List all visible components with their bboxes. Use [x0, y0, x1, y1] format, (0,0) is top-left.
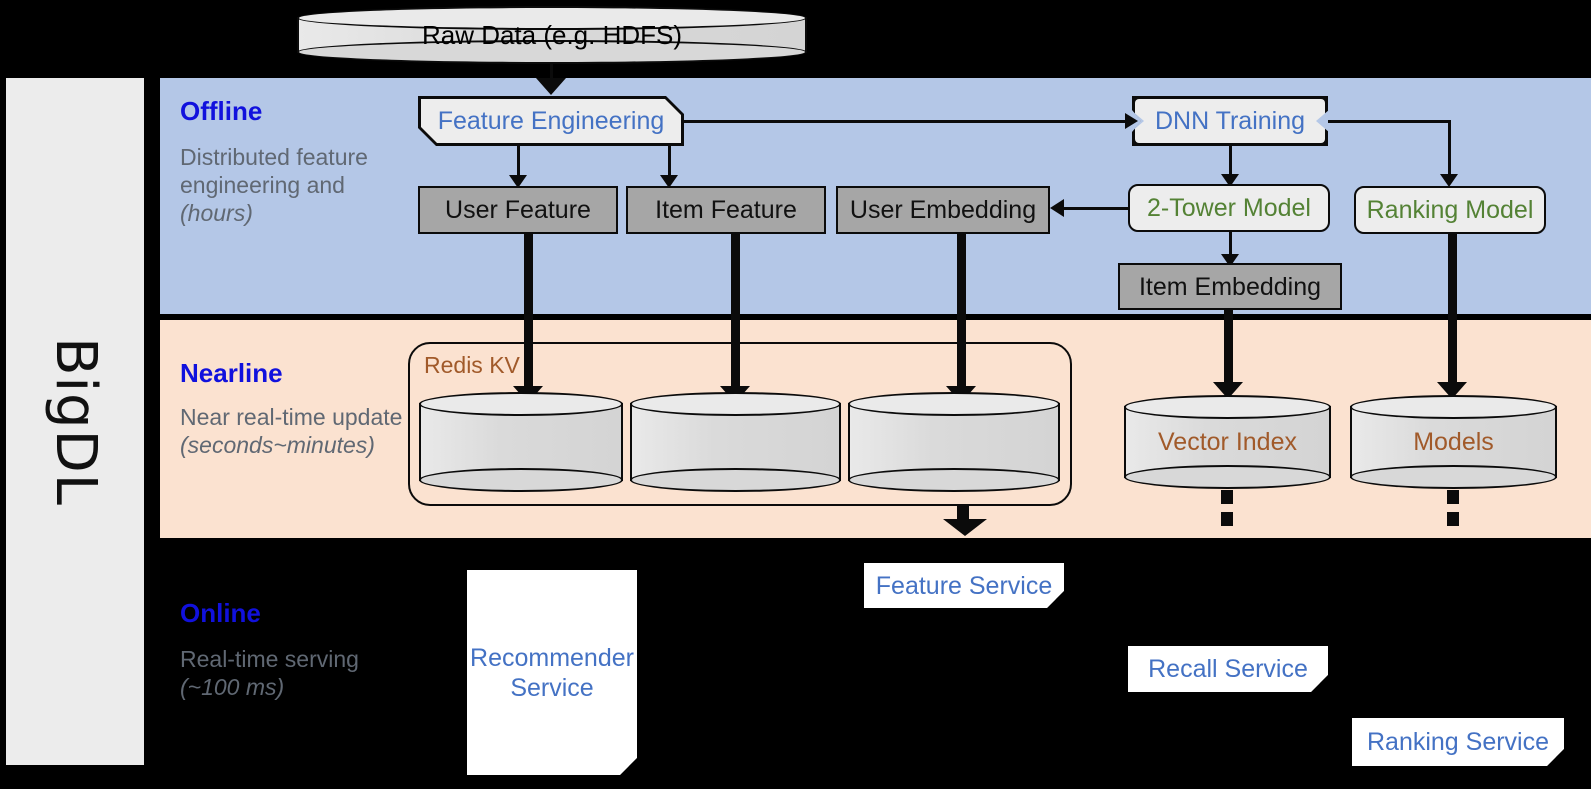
recall-service-doc[interactable]: Recall Service: [1128, 646, 1328, 692]
connector-rawdata-fe: [550, 64, 553, 88]
dashed-segment-vectorindex-2: [1221, 512, 1233, 526]
ranking-model-box[interactable]: Ranking Model: [1354, 186, 1546, 234]
connector-itemembedding-vectorindex: [1224, 310, 1233, 386]
user-feature-label: User Feature: [445, 196, 591, 224]
connector-userembedding-redis3: [957, 234, 966, 390]
arrowhead-dnn-ranking: [1440, 174, 1458, 187]
connector-fe-itemfeature: [668, 146, 671, 179]
recommender-service-label: Recommender Service: [470, 643, 634, 702]
cylinder-bottom: [419, 468, 623, 492]
connector-rankingmodel-models: [1448, 234, 1457, 386]
feature-engineering-label: Feature Engineering: [421, 99, 681, 143]
cylinder-top: [297, 6, 807, 30]
dnn-training-label: DNN Training: [1135, 99, 1325, 143]
connector-twotower-userembedding: [1063, 207, 1130, 210]
cylinder-top: [1124, 395, 1331, 419]
feature-engineering-node[interactable]: Feature Engineering: [418, 96, 684, 146]
redis-kv-container: [408, 342, 1072, 506]
cylinder-bottom: [630, 468, 841, 492]
arrowhead-redis-featureservice: [943, 519, 987, 536]
cylinder-bottom: [1350, 465, 1557, 489]
bigdl-sidebar: BigDL: [6, 78, 144, 765]
item-embedding-box[interactable]: Item Embedding: [1118, 263, 1342, 310]
dashed-segment-redis-featureservice: [957, 506, 969, 520]
ranking-service-label: Ranking Service: [1366, 728, 1550, 756]
offline-subtitle-text: Distributed feature engineering and: [180, 144, 368, 199]
cylinder-top: [848, 392, 1060, 416]
user-feature-box[interactable]: User Feature: [418, 186, 618, 234]
offline-subtitle-italic: (hours): [180, 200, 253, 227]
item-feature-box[interactable]: Item Feature: [626, 186, 826, 234]
models-label: Models: [1413, 427, 1494, 456]
arrowhead-rawdata-fe: [536, 78, 566, 95]
nearline-subtitle-text: Near real-time update: [180, 404, 403, 430]
connector-dnn-ranking-v: [1448, 120, 1451, 178]
recall-service-label: Recall Service: [1148, 655, 1308, 683]
ranking-service-doc[interactable]: Ranking Service: [1352, 718, 1564, 766]
online-subtitle: Real-time serving (~100 ms): [180, 645, 395, 701]
arrowhead-twotower-userembedding: [1050, 199, 1064, 217]
item-feature-label: Item Feature: [655, 196, 797, 224]
dashed-segment-models-2: [1447, 512, 1459, 526]
cylinder-top: [419, 392, 623, 416]
nearline-subtitle-italic: (seconds~minutes): [180, 432, 375, 459]
redis-cylinder-3: [848, 392, 1060, 492]
online-subtitle-text: Real-time serving: [180, 646, 359, 672]
cylinder-bottom: [1124, 465, 1331, 489]
cylinder-top: [1350, 395, 1557, 419]
redis-kv-label: Redis KV: [424, 352, 520, 378]
vector-index-label: Vector Index: [1158, 427, 1297, 456]
online-subtitle-italic: (~100 ms): [180, 674, 285, 701]
dashed-segment-models-1: [1447, 490, 1459, 504]
arrowhead-fe-itemfeature: [660, 175, 678, 188]
raw-data-cylinder: Raw Data (e.g. HDFS): [297, 6, 807, 64]
cylinder-bottom: [297, 40, 807, 64]
two-tower-model-box[interactable]: 2-Tower Model: [1128, 184, 1330, 232]
redis-cylinder-1: [419, 392, 623, 492]
nearline-title: Nearline: [180, 358, 283, 388]
vector-index-cylinder: Vector Index: [1124, 395, 1331, 489]
offline-title: Offline: [180, 96, 263, 126]
cylinder-bottom: [848, 468, 1060, 492]
arrowhead-fe-dnn: [1125, 113, 1138, 129]
ranking-model-label: Ranking Model: [1366, 196, 1534, 224]
cylinder-top: [630, 392, 841, 416]
user-embedding-box[interactable]: User Embedding: [836, 186, 1050, 234]
item-embedding-label: Item Embedding: [1138, 272, 1322, 301]
redis-cylinder-2: [630, 392, 841, 492]
connector-itemfeature-redis2: [731, 234, 740, 390]
connector-fe-dnn: [684, 120, 1127, 123]
arrowhead-fe-userfeature: [509, 175, 527, 188]
dashed-segment-vectorindex-1: [1221, 490, 1233, 504]
offline-subtitle: Distributed feature engineering and (hou…: [180, 143, 395, 227]
feature-service-label: Feature Service: [875, 571, 1053, 600]
dnn-training-node[interactable]: DNN Training: [1132, 96, 1328, 146]
bigdl-label: BigDL: [42, 337, 108, 506]
online-title: Online: [180, 598, 261, 628]
connector-twotower-itemembedding: [1229, 232, 1232, 258]
two-tower-model-label: 2-Tower Model: [1147, 194, 1311, 222]
nearline-subtitle: Near real-time update (seconds~minutes): [180, 403, 415, 459]
connector-fe-userfeature: [517, 146, 520, 179]
connector-dnn-twotower: [1229, 146, 1232, 178]
connector-userfeature-redis1: [524, 234, 533, 390]
user-embedding-label: User Embedding: [849, 196, 1037, 224]
raw-data-label: Raw Data (e.g. HDFS): [421, 19, 683, 50]
recommender-service-doc[interactable]: Recommender Service: [467, 570, 637, 775]
models-cylinder: Models: [1350, 395, 1557, 489]
arrowhead-dnn-twotower: [1221, 174, 1239, 187]
feature-service-doc[interactable]: Feature Service: [864, 563, 1064, 608]
connector-dnn-ranking-h: [1328, 120, 1450, 123]
